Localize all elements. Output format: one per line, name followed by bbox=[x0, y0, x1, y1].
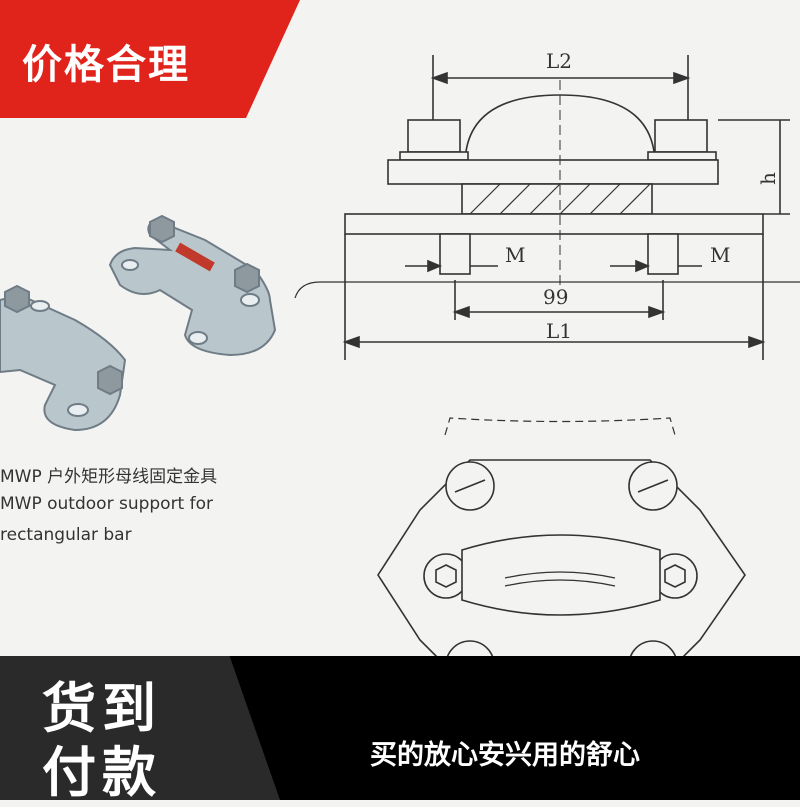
fixture-photo bbox=[0, 214, 277, 432]
footer-title-line1: 货到 bbox=[42, 677, 162, 740]
dimension-l1-label: L1 bbox=[546, 319, 572, 343]
footer-slogan: 买的放心安兴用的舒心 bbox=[370, 740, 640, 771]
dimension-l2-label: L2 bbox=[546, 49, 572, 73]
footer-left-panel bbox=[0, 656, 280, 800]
caption-line-english-2: rectangular bar bbox=[0, 525, 132, 545]
caption-line-chinese: MWP 户外矩形母线固定金具 bbox=[0, 467, 218, 487]
price-badge-text: 价格合理 bbox=[22, 42, 190, 88]
dimension-h-label: h bbox=[756, 172, 780, 185]
dimension-m-right-label: M bbox=[710, 243, 730, 267]
dimension-m-left-label: M bbox=[505, 243, 525, 267]
price-badge bbox=[0, 0, 300, 118]
caption-line-english-1: MWP outdoor support for bbox=[0, 494, 214, 514]
footer-title-line2: 付款 bbox=[42, 741, 162, 804]
technical-drawing bbox=[294, 55, 800, 691]
dimension-spacing-label: 99 bbox=[543, 285, 568, 309]
